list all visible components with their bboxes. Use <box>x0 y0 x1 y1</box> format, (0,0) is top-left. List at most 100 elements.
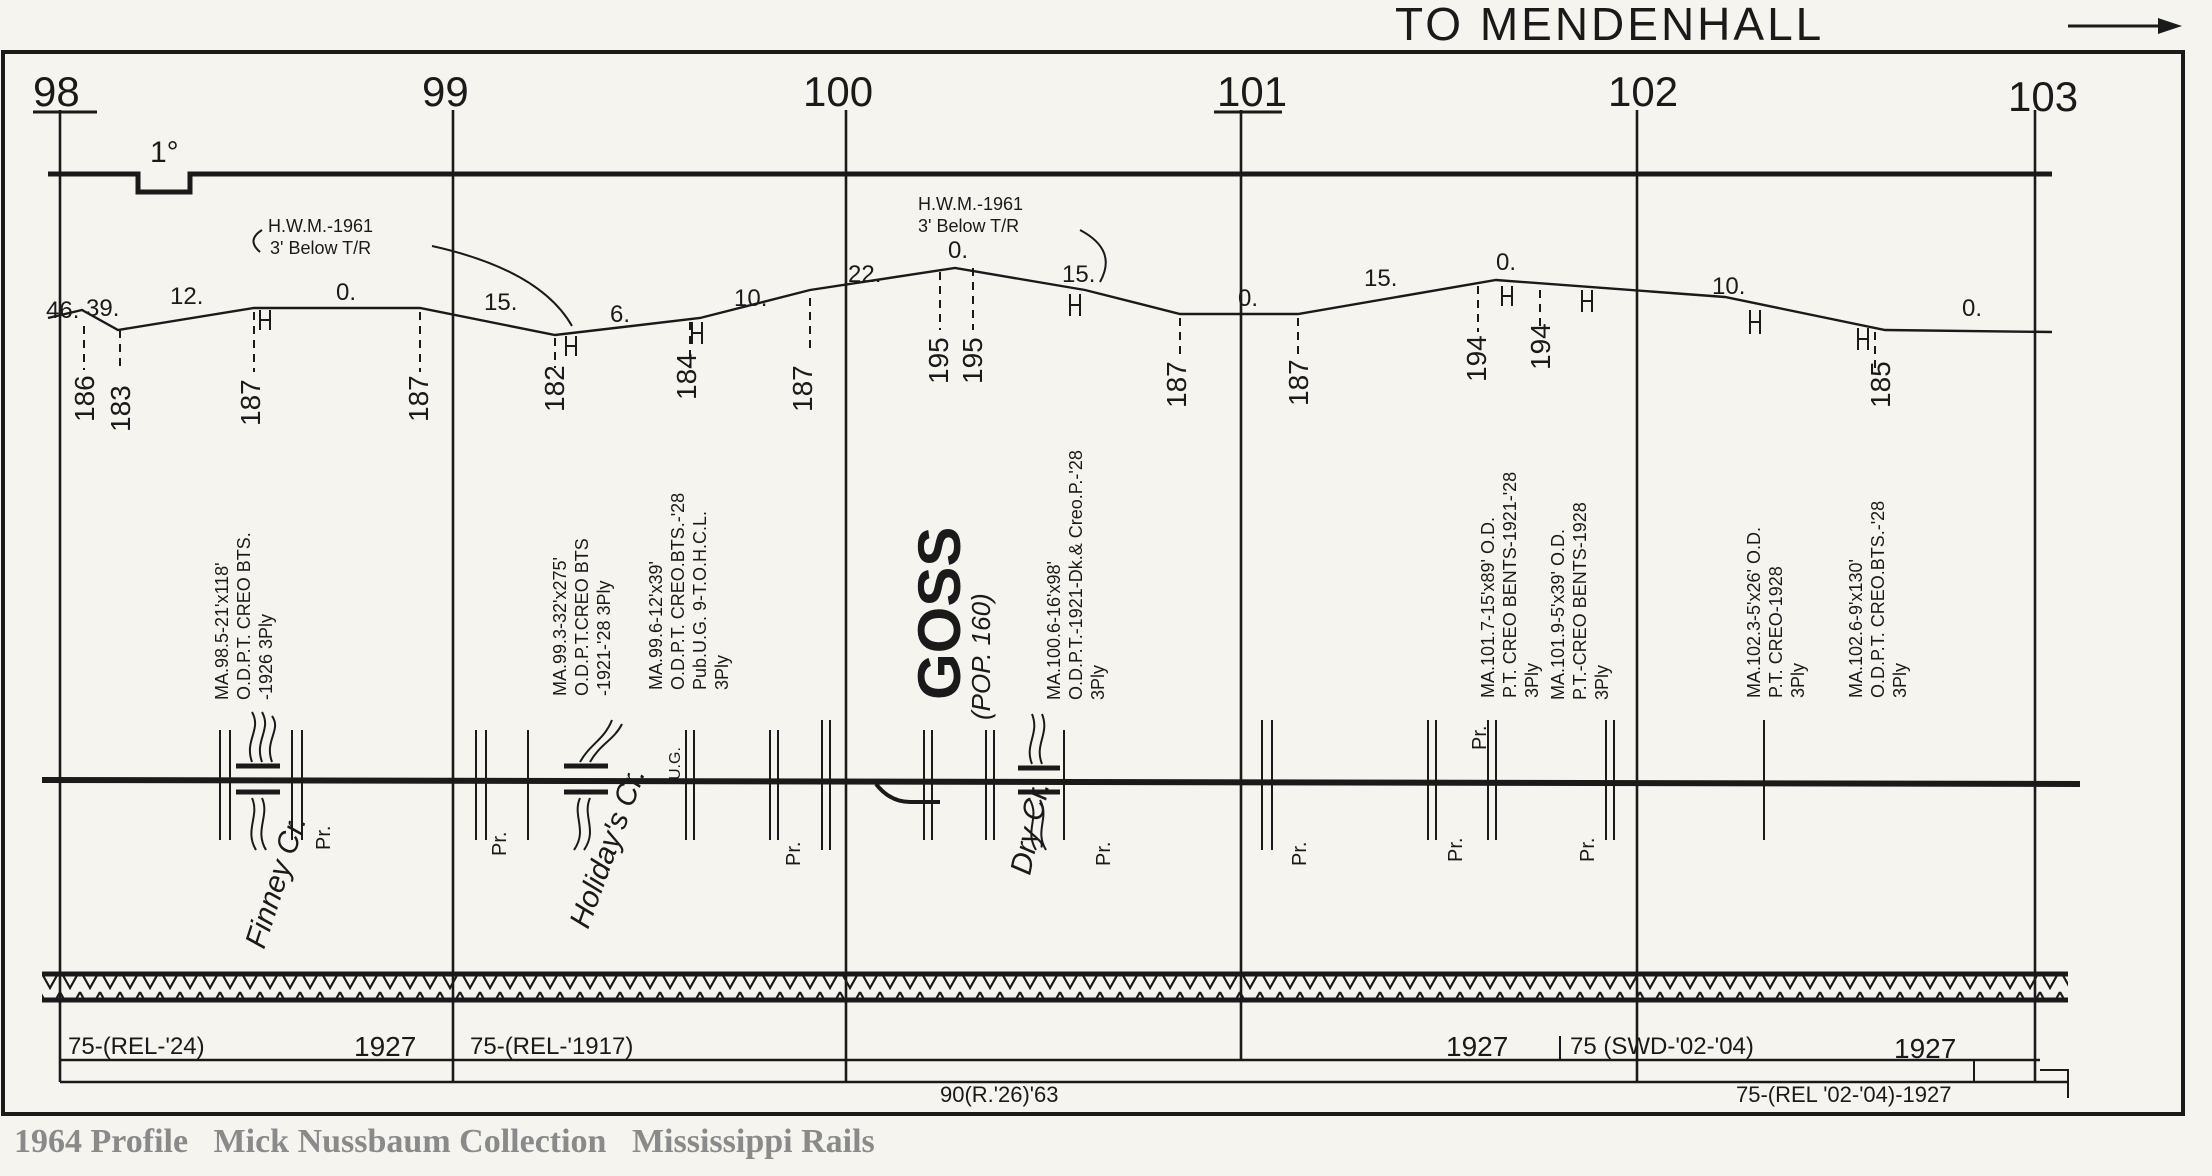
station-name: GOSS <box>906 527 973 700</box>
elevation-label: 187 <box>1283 359 1314 406</box>
private-crossing-label: Pr. <box>489 832 511 856</box>
hwm-note-2: H.W.M.-1961 3' Below T/R <box>918 194 1107 283</box>
grade-label: 0. <box>1962 295 1982 322</box>
elevation-label: 187 <box>1161 361 1192 408</box>
curve-label: 1° <box>150 136 179 169</box>
bridge-markers <box>259 286 1869 356</box>
svg-text:3Ply: 3Ply <box>1890 663 1910 698</box>
bridge-note-99-6: MA.99.6-12'x39' O.D.P.T. CREO.BTS.-'28 P… <box>646 493 732 690</box>
svg-text:P.T.-CREO BENTS-1928: P.T.-CREO BENTS-1928 <box>1570 502 1590 700</box>
grade-label: 15. <box>484 289 517 316</box>
bridge-symbols <box>236 763 1060 795</box>
mile-division-lines <box>58 110 2037 1082</box>
alignment-line <box>48 171 2052 195</box>
svg-text:O.D.P.T. CREO BTS.: O.D.P.T. CREO BTS. <box>234 532 254 700</box>
elevation-label: 186 <box>69 375 100 422</box>
creek-names: Finney Cr. Holiday's Cr. Dry Cr. <box>239 763 1056 952</box>
bridge-note-99-3: MA.99.3-32'x275' O.D.P.T.CREO BTS -1921-… <box>550 538 614 696</box>
underground-label: U.G. <box>667 747 684 780</box>
svg-text:H.W.M.-1961: H.W.M.-1961 <box>918 194 1023 214</box>
milepost-100: 100 <box>803 68 873 115</box>
grade-label: 10. <box>1712 273 1745 300</box>
grade-label: 22. <box>848 261 881 288</box>
svg-text:H.W.M.-1961: H.W.M.-1961 <box>268 216 373 236</box>
grade-label: 15. <box>1364 265 1397 292</box>
elevation-label: 195 <box>923 337 954 384</box>
private-crossing-label: Pr. <box>1093 842 1115 866</box>
elevation-label: 187 <box>403 375 434 422</box>
svg-text:O.D.P.T.-1921-Dk.& Creo.P.-'28: O.D.P.T.-1921-Dk.& Creo.P.-'28 <box>1066 450 1086 700</box>
svg-text:MA.102.3-5'x26' O.D.: MA.102.3-5'x26' O.D. <box>1744 527 1764 698</box>
creek-name: Holiday's Cr. <box>564 763 652 932</box>
elevation-label: 194 <box>1525 323 1556 370</box>
rail-end-bracket <box>2040 1069 2069 1098</box>
private-crossing-label: Pr. <box>313 826 335 850</box>
hwm-note-1: H.W.M.-1961 3' Below T/R <box>252 216 573 327</box>
elevation-label: 195 <box>957 337 988 384</box>
elevation-label: 185 <box>1865 361 1896 408</box>
elevation-label: 187 <box>787 365 818 412</box>
grade-label: 6. <box>610 301 630 328</box>
rail-label: 75-(REL-'1917) <box>470 1033 633 1060</box>
grade-label: 12. <box>170 283 203 310</box>
grade-label: 15. <box>1062 261 1095 288</box>
svg-text:3' Below T/R: 3' Below T/R <box>270 238 371 258</box>
svg-text:MA.98.5-21'x118': MA.98.5-21'x118' <box>212 562 232 700</box>
svg-text:3Ply: 3Ply <box>1088 665 1108 700</box>
bridge-note-102-3: MA.102.3-5'x26' O.D. P.T. CREO-1928 3Ply <box>1744 527 1808 698</box>
private-crossing-label: Pr. <box>783 842 805 866</box>
right-arrow-icon <box>2068 18 2182 34</box>
svg-text:3Ply: 3Ply <box>1592 665 1612 700</box>
elevation-ticks <box>83 268 1876 372</box>
creek-wavy-lines <box>248 711 1047 851</box>
svg-text:MA.99.6-12'x39': MA.99.6-12'x39' <box>646 561 666 690</box>
bridge-note-101-7: MA.101.7-15'x89' O.D. P.T. CREO BENTS-19… <box>1478 472 1542 698</box>
grade-labels: 46. 39. 12. 0. 15. 6. 10. 22. 0. 15. 0. … <box>46 237 1982 328</box>
elevation-label: 183 <box>105 385 136 432</box>
svg-text:-1921-'28 3Ply: -1921-'28 3Ply <box>594 580 614 696</box>
svg-text:P.T. CREO BENTS-1921-'28: P.T. CREO BENTS-1921-'28 <box>1500 472 1520 698</box>
grade-label: 0. <box>336 279 356 306</box>
grade-profile-line <box>47 266 2053 337</box>
elevation-labels: 186 183 187 187 182 184 187 195 195 187 … <box>69 323 1896 432</box>
milepost-98: 98 <box>33 68 80 115</box>
station-goss: GOSS (POP. 160) <box>906 527 996 720</box>
siding-spur <box>874 782 940 804</box>
grade-label: 10. <box>734 285 767 312</box>
svg-text:O.D.P.T. CREO.BTS.-'28: O.D.P.T. CREO.BTS.-'28 <box>1868 501 1888 698</box>
svg-text:MA.102.6-9'x130': MA.102.6-9'x130' <box>1846 559 1866 698</box>
profile-frame <box>1 50 2185 1116</box>
bridge-notes: MA.98.5-21'x118' O.D.P.T. CREO BTS. -192… <box>212 450 1910 700</box>
elevation-label: 184 <box>671 353 702 400</box>
rail-label: 1927 <box>1894 1033 1956 1064</box>
svg-text:3Ply: 3Ply <box>1788 663 1808 698</box>
rail-row-2-labels: 90(R.'26)'63 75-(REL '02-'04)-1927 <box>940 1082 1951 1107</box>
collection-caption: 1964 Profile Mick Nussbaum Collection Mi… <box>14 1123 875 1160</box>
rail-row-1-labels: 75-(REL-'24) 1927 75-(REL-'1917) 1927 75… <box>68 1031 1956 1064</box>
creek-name: Dry Cr. <box>1005 779 1057 878</box>
grade-label: 0. <box>1496 249 1516 276</box>
bridge-note-100-6: MA.100.6-16'x98' O.D.P.T.-1921-Dk.& Creo… <box>1044 450 1108 700</box>
rail-row-1-dividers <box>452 1036 1975 1082</box>
milepost-102: 102 <box>1608 68 1678 115</box>
milepost-99: 99 <box>422 68 469 115</box>
svg-text:O.D.P.T.CREO BTS: O.D.P.T.CREO BTS <box>572 538 592 696</box>
svg-text:MA.101.9-5'x39' O.D.: MA.101.9-5'x39' O.D. <box>1548 529 1568 700</box>
svg-text:MA.100.6-16'x98': MA.100.6-16'x98' <box>1044 561 1064 700</box>
svg-text:P.T. CREO-1928: P.T. CREO-1928 <box>1766 566 1786 698</box>
svg-text:-1926 3Ply: -1926 3Ply <box>256 614 276 700</box>
rail-label: 1927 <box>1446 1031 1508 1062</box>
grade-label: 46. <box>46 297 79 324</box>
station-population: (POP. 160) <box>966 593 996 720</box>
direction-label: TO MENDENHALL <box>1395 0 1824 50</box>
private-crossing-label: Pr. <box>1469 726 1491 750</box>
milepost-101: 101 <box>1217 68 1287 115</box>
elevation-label: 187 <box>235 379 266 426</box>
track-labels: Pr. Pr. Pr. Pr. Pr. Pr. Pr. Pr. U.G. <box>313 726 1599 866</box>
rail-label: 90(R.'26)'63 <box>940 1082 1058 1107</box>
bridge-note-102-6: MA.102.6-9'x130' O.D.P.T. CREO.BTS.-'28 … <box>1846 501 1910 698</box>
svg-text:O.D.P.T. CREO.BTS.-'28: O.D.P.T. CREO.BTS.-'28 <box>668 493 688 690</box>
main-track-line <box>41 777 2081 787</box>
private-crossing-label: Pr. <box>1445 838 1467 862</box>
